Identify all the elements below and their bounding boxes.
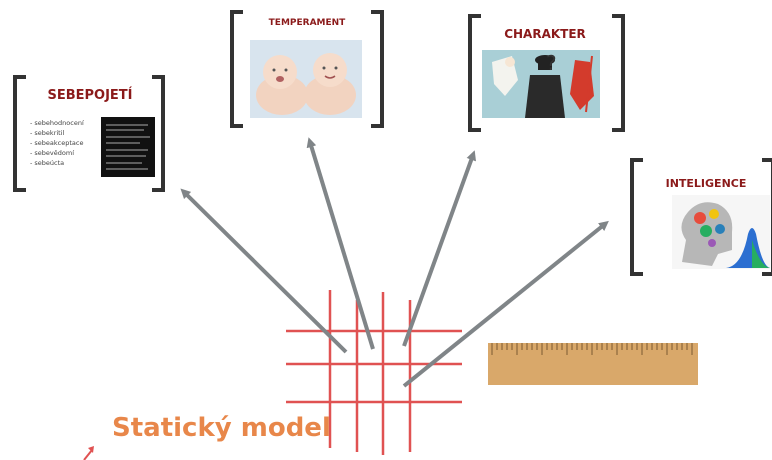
arrow-to-temperament <box>306 137 375 350</box>
arrow-to-charakter <box>402 150 477 347</box>
card-charakter-brackets <box>468 14 625 132</box>
ruler-symbol <box>488 343 698 385</box>
arrow-to-inteligence <box>402 220 609 388</box>
temperament-image <box>250 40 362 118</box>
list-item: sebeúcta <box>30 158 84 168</box>
arrows <box>180 137 609 388</box>
footer-title: Statický model <box>112 413 331 443</box>
charakter-image: ? <box>482 50 600 118</box>
list-item: sebeakceptace <box>30 138 84 148</box>
small-arrow-icon <box>83 446 94 460</box>
card-charakter-title: CHARAKTER <box>504 27 586 41</box>
card-inteligence-brackets <box>630 158 772 276</box>
card-inteligence-title: INTELIGENCE <box>665 177 747 190</box>
card-temperament-title: TEMPERAMENT <box>268 18 346 28</box>
sebepojeti-image <box>101 117 155 177</box>
svg-text:?: ? <box>546 51 557 75</box>
list-item: sebekritil <box>30 128 84 138</box>
inteligence-image <box>672 195 770 269</box>
sebepojeti-list: sebehodnocení sebekritil sebeakceptace s… <box>30 118 84 168</box>
list-item: sebevědomí <box>30 148 84 158</box>
card-sebepojeti-brackets <box>13 75 165 192</box>
card-sebepojeti-title: SEBEPOJETÍ <box>47 88 133 103</box>
card-temperament-brackets <box>230 10 384 128</box>
list-item: sebehodnocení <box>30 118 83 128</box>
arrow-to-sebepojeti <box>180 188 348 354</box>
